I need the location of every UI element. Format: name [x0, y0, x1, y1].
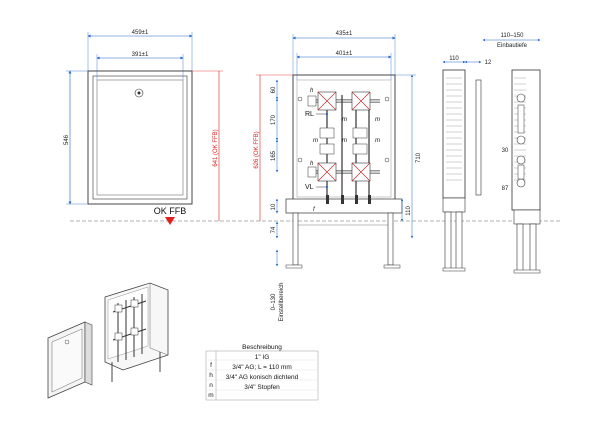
legend-key-0: f [210, 362, 212, 369]
legend-key-1: h [209, 372, 213, 379]
dim-front-inner-width: 391±1 [132, 52, 149, 58]
dim-side-30: 30 [502, 148, 509, 154]
dim-mid-710: 710 [416, 152, 422, 163]
side-views: 110 12 110–150 Einbautiefe 30 87 [442, 33, 541, 274]
dim-mid-outer-width: 435±1 [336, 31, 353, 37]
legend-text-1: 3/4" AG; L = 110 mm [232, 364, 292, 371]
dim-mid-165: 165 [271, 150, 277, 161]
dim-mid-170: 170 [271, 114, 277, 125]
dim-mid-adjust: 0–130 [271, 293, 277, 310]
label-m-4: m [375, 138, 380, 144]
dim-side-87: 87 [502, 186, 509, 192]
manifold-view: RL VL h h m m m m m f 435±1 401±1 60 170… [254, 31, 422, 322]
isometric-cabinet-open [104, 282, 169, 382]
dim-mid-60: 60 [271, 86, 277, 93]
dim-front-outer-width: 459±1 [132, 30, 149, 36]
legend: Beschreibung f 1" IG h 3/4" AG; L = 110 … [205, 344, 319, 401]
dim-side-12: 12 [485, 60, 492, 66]
legend-title: Beschreibung [242, 344, 282, 351]
dim-mid-inner-width: 401±1 [336, 51, 353, 57]
isometric-cabinet-closed [47, 321, 93, 399]
label-h-bottom: h [310, 161, 314, 167]
legend-key-2: n [209, 382, 213, 389]
legend-text-0: 1" IG [255, 354, 270, 361]
dim-front-height: 546 [64, 134, 70, 145]
dim-mid-110: 110 [406, 206, 412, 216]
label-f: f [313, 207, 316, 213]
legend-key-3: m [208, 392, 213, 399]
floor-marker-icon [165, 217, 175, 225]
legend-text-2: 3/4" AG konisch dichtend [226, 374, 299, 381]
dim-mid-74: 74 [271, 226, 277, 233]
legend-text-3: 3/4" Stopfen [244, 384, 280, 391]
front-view: 459±1 391±1 546 641 (OK FFB) OK FFB [64, 30, 223, 225]
label-m-2: m [375, 117, 380, 123]
dim-side-depth-label: Einbautiefe [497, 43, 528, 49]
dim-front-floor-height: 641 (OK FFB) [213, 129, 219, 166]
dim-mid-10: 10 [271, 203, 277, 210]
label-rl: RL [305, 111, 314, 118]
dim-side-depth: 110–150 [501, 33, 525, 39]
dim-side-110: 110 [449, 56, 459, 62]
ok-ffb-label: OK FFB [154, 206, 187, 216]
label-m-3: m [342, 138, 347, 144]
label-h-top: h [310, 88, 314, 94]
label-vl: VL [305, 184, 314, 191]
dim-mid-626: 626 (OK FFB) [254, 131, 260, 168]
dim-mid-adjust-label: Einstellbereich [279, 282, 285, 321]
label-m-1: m [342, 117, 347, 123]
label-m-5: m [313, 138, 318, 144]
